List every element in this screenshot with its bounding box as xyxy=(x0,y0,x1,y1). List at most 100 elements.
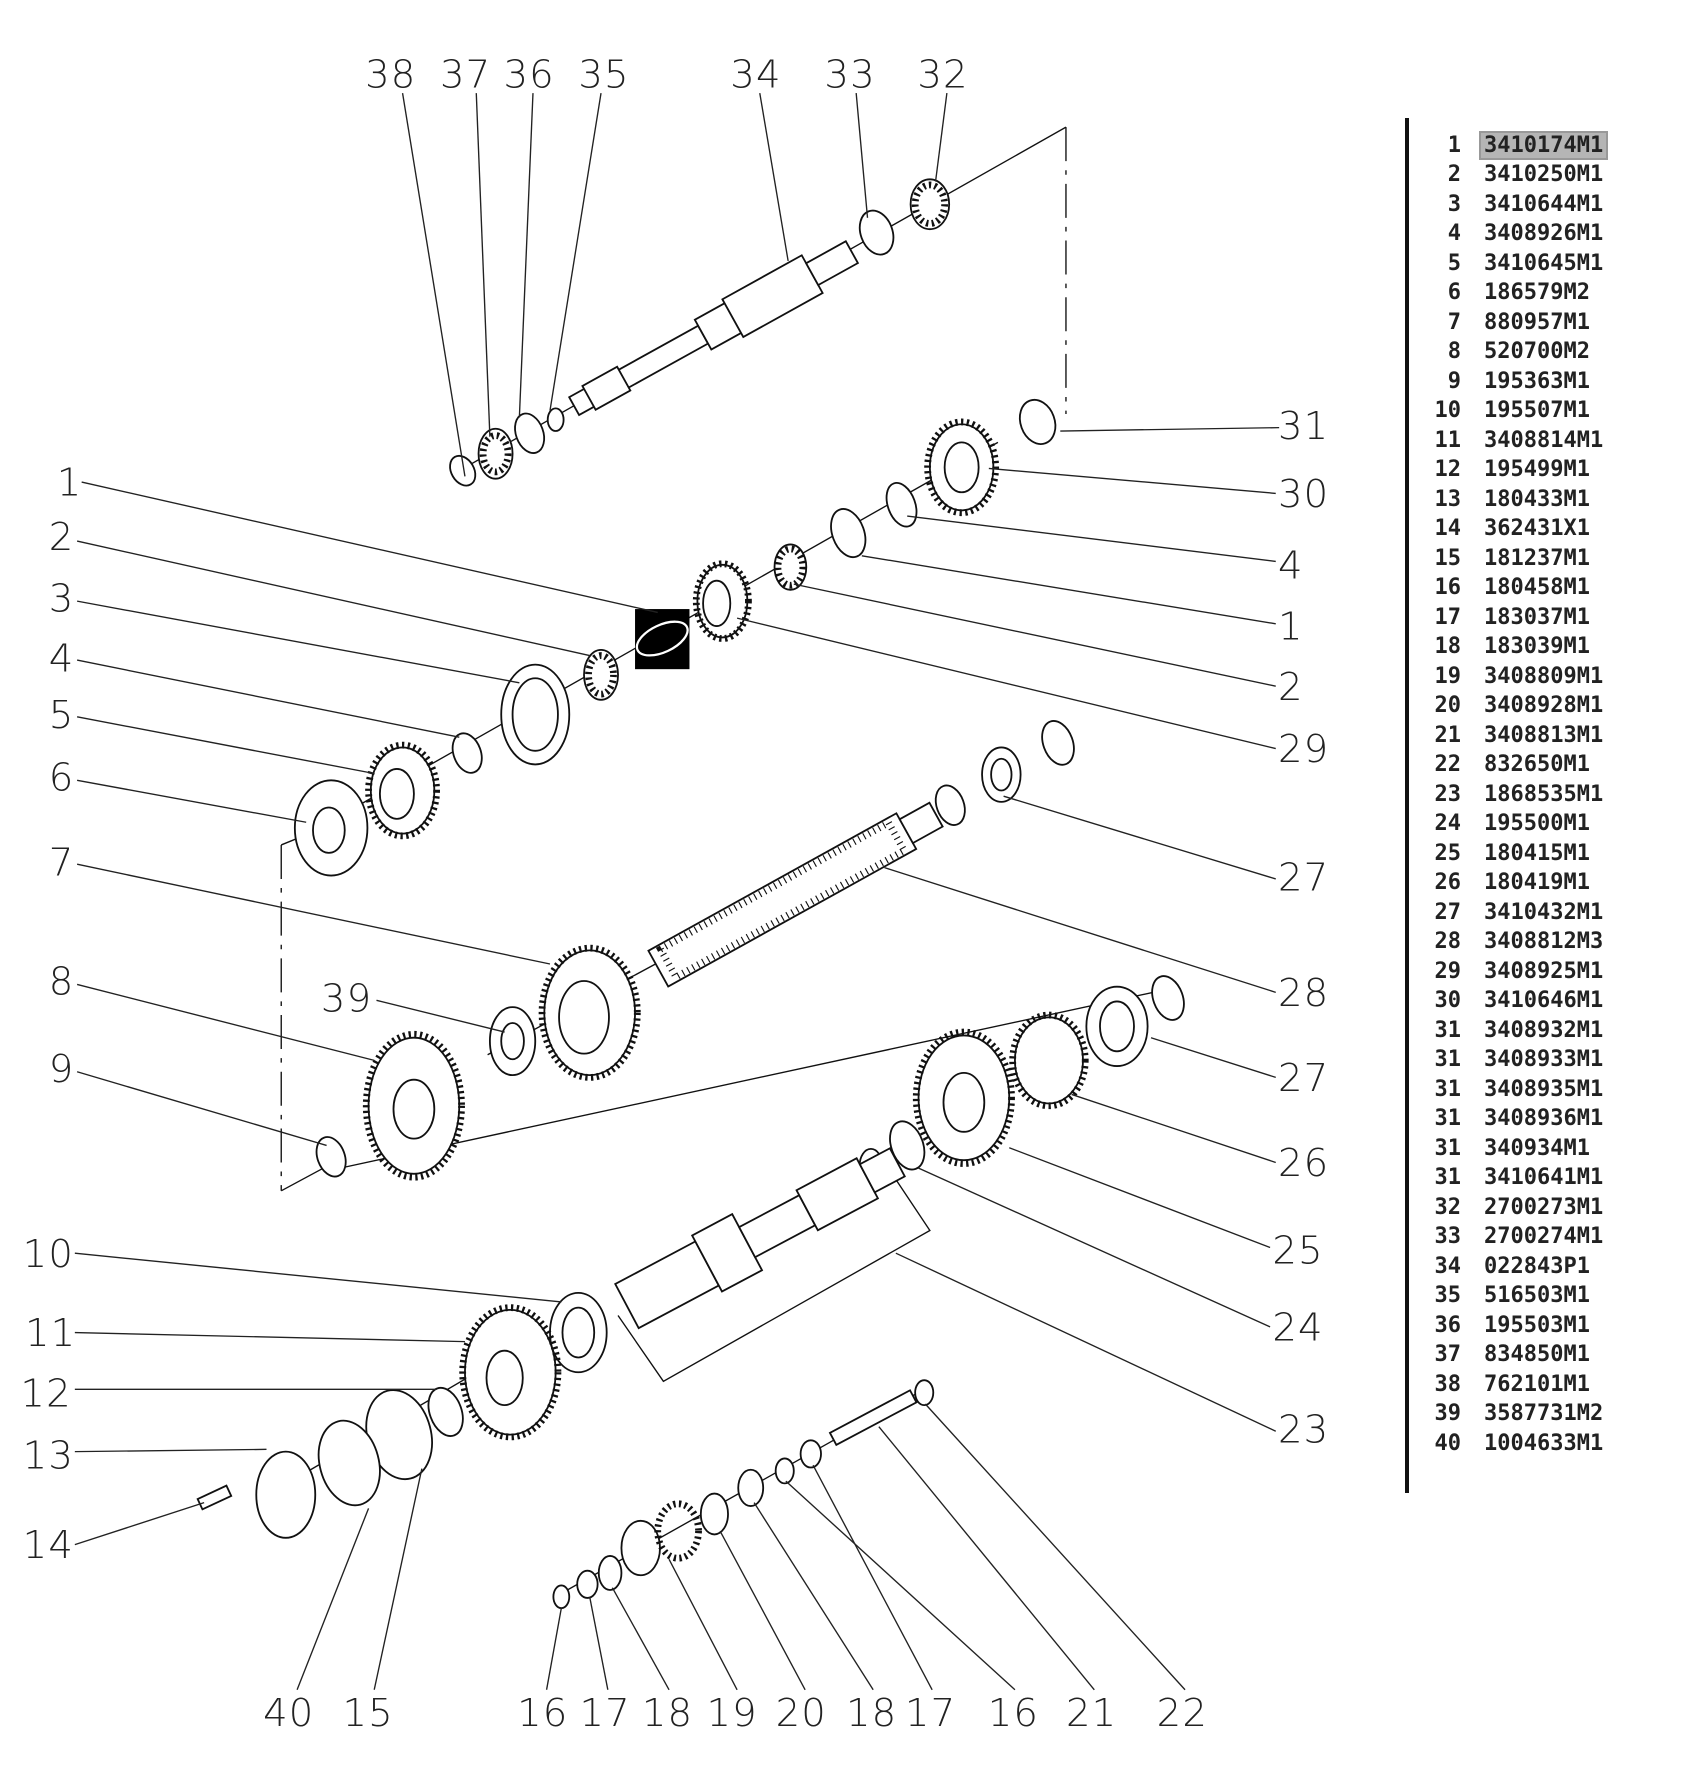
callout[interactable]: 30 xyxy=(1278,472,1329,517)
callout[interactable]: 20 xyxy=(776,1691,827,1736)
part-number[interactable]: 180419M1 xyxy=(1484,870,1590,895)
part-number[interactable]: 2700274M1 xyxy=(1484,1224,1604,1249)
part-number[interactable]: 181237M1 xyxy=(1484,545,1590,571)
part-number[interactable]: 520700M2 xyxy=(1484,339,1590,364)
part-number[interactable]: 1868535M1 xyxy=(1484,781,1604,807)
part-number[interactable]: 3587731M2 xyxy=(1484,1401,1604,1426)
callout[interactable]: 2 xyxy=(49,515,75,560)
part-number[interactable]: 2700273M1 xyxy=(1484,1194,1604,1220)
callout[interactable]: 15 xyxy=(342,1691,393,1736)
part-number[interactable]: 195363M1 xyxy=(1484,368,1590,394)
part-number[interactable]: 022843P1 xyxy=(1484,1253,1590,1279)
callout[interactable]: 25 xyxy=(1272,1228,1323,1273)
part-number[interactable]: 3410174M1 xyxy=(1478,130,1609,160)
part-number[interactable]: 516503M1 xyxy=(1484,1283,1590,1308)
part-number[interactable]: 195507M1 xyxy=(1484,398,1590,423)
part-number[interactable]: 1004633M1 xyxy=(1484,1430,1604,1456)
callout[interactable]: 10 xyxy=(23,1232,74,1277)
callout[interactable]: 39 xyxy=(321,977,372,1022)
callout[interactable]: 11 xyxy=(25,1311,76,1356)
callout[interactable]: 16 xyxy=(517,1691,568,1736)
part-number[interactable]: 3408812M3 xyxy=(1484,929,1604,954)
callout[interactable]: 21 xyxy=(1066,1691,1117,1736)
part-number[interactable]: 762101M1 xyxy=(1484,1371,1590,1397)
part-number[interactable]: 180458M1 xyxy=(1484,575,1590,600)
part-number[interactable]: 3410432M1 xyxy=(1484,899,1604,925)
part-number[interactable]: 180415M1 xyxy=(1484,840,1590,866)
callout[interactable]: 6 xyxy=(49,756,75,801)
part-number[interactable]: 362431X1 xyxy=(1484,516,1590,541)
part-number[interactable]: 3410641M1 xyxy=(1484,1165,1604,1190)
callout[interactable]: 12 xyxy=(20,1371,71,1416)
callout[interactable]: 19 xyxy=(706,1691,757,1736)
callout[interactable]: 32 xyxy=(917,52,968,97)
part-number[interactable]: 195503M1 xyxy=(1484,1312,1590,1338)
callout[interactable]: 27 xyxy=(1278,1056,1329,1101)
part-number[interactable]: 3408814M1 xyxy=(1484,427,1604,453)
part-number[interactable]: 3408925M1 xyxy=(1484,958,1604,984)
callout[interactable]: 1 xyxy=(1278,605,1304,650)
callout[interactable]: 13 xyxy=(23,1434,74,1479)
callout[interactable]: 1 xyxy=(57,461,83,506)
callout[interactable]: 24 xyxy=(1272,1305,1323,1350)
callout[interactable]: 31 xyxy=(1278,404,1329,449)
part-number[interactable]: 3408809M1 xyxy=(1484,663,1604,689)
callout[interactable]: 38 xyxy=(365,52,416,97)
callout[interactable]: 4 xyxy=(49,636,75,681)
part-number[interactable]: 3408933M1 xyxy=(1484,1047,1604,1072)
part-number[interactable]: 195499M1 xyxy=(1484,457,1590,482)
callout[interactable]: 3 xyxy=(49,576,75,621)
callout[interactable]: 17 xyxy=(579,1691,630,1736)
callout[interactable]: 40 xyxy=(263,1691,314,1736)
part-number[interactable]: 183039M1 xyxy=(1484,634,1590,659)
callout[interactable]: 23 xyxy=(1278,1408,1329,1453)
callout[interactable]: 7 xyxy=(49,841,75,886)
part-number[interactable]: 340934M1 xyxy=(1484,1135,1590,1161)
callout[interactable]: 4 xyxy=(1278,543,1304,588)
callout[interactable]: 8 xyxy=(49,960,75,1005)
callout[interactable]: 2 xyxy=(1278,665,1304,710)
part-number[interactable]: 3410250M1 xyxy=(1484,162,1604,187)
callout[interactable]: 36 xyxy=(503,52,554,97)
part-number[interactable]: 3408926M1 xyxy=(1484,221,1604,246)
callout[interactable]: 17 xyxy=(905,1691,956,1736)
part-number[interactable]: 3410644M1 xyxy=(1484,191,1604,217)
callout[interactable]: 18 xyxy=(642,1691,693,1736)
callout[interactable]: 9 xyxy=(49,1047,75,1092)
part-number[interactable]: 3408932M1 xyxy=(1484,1017,1604,1043)
part-number[interactable]: 3410645M1 xyxy=(1484,250,1604,276)
